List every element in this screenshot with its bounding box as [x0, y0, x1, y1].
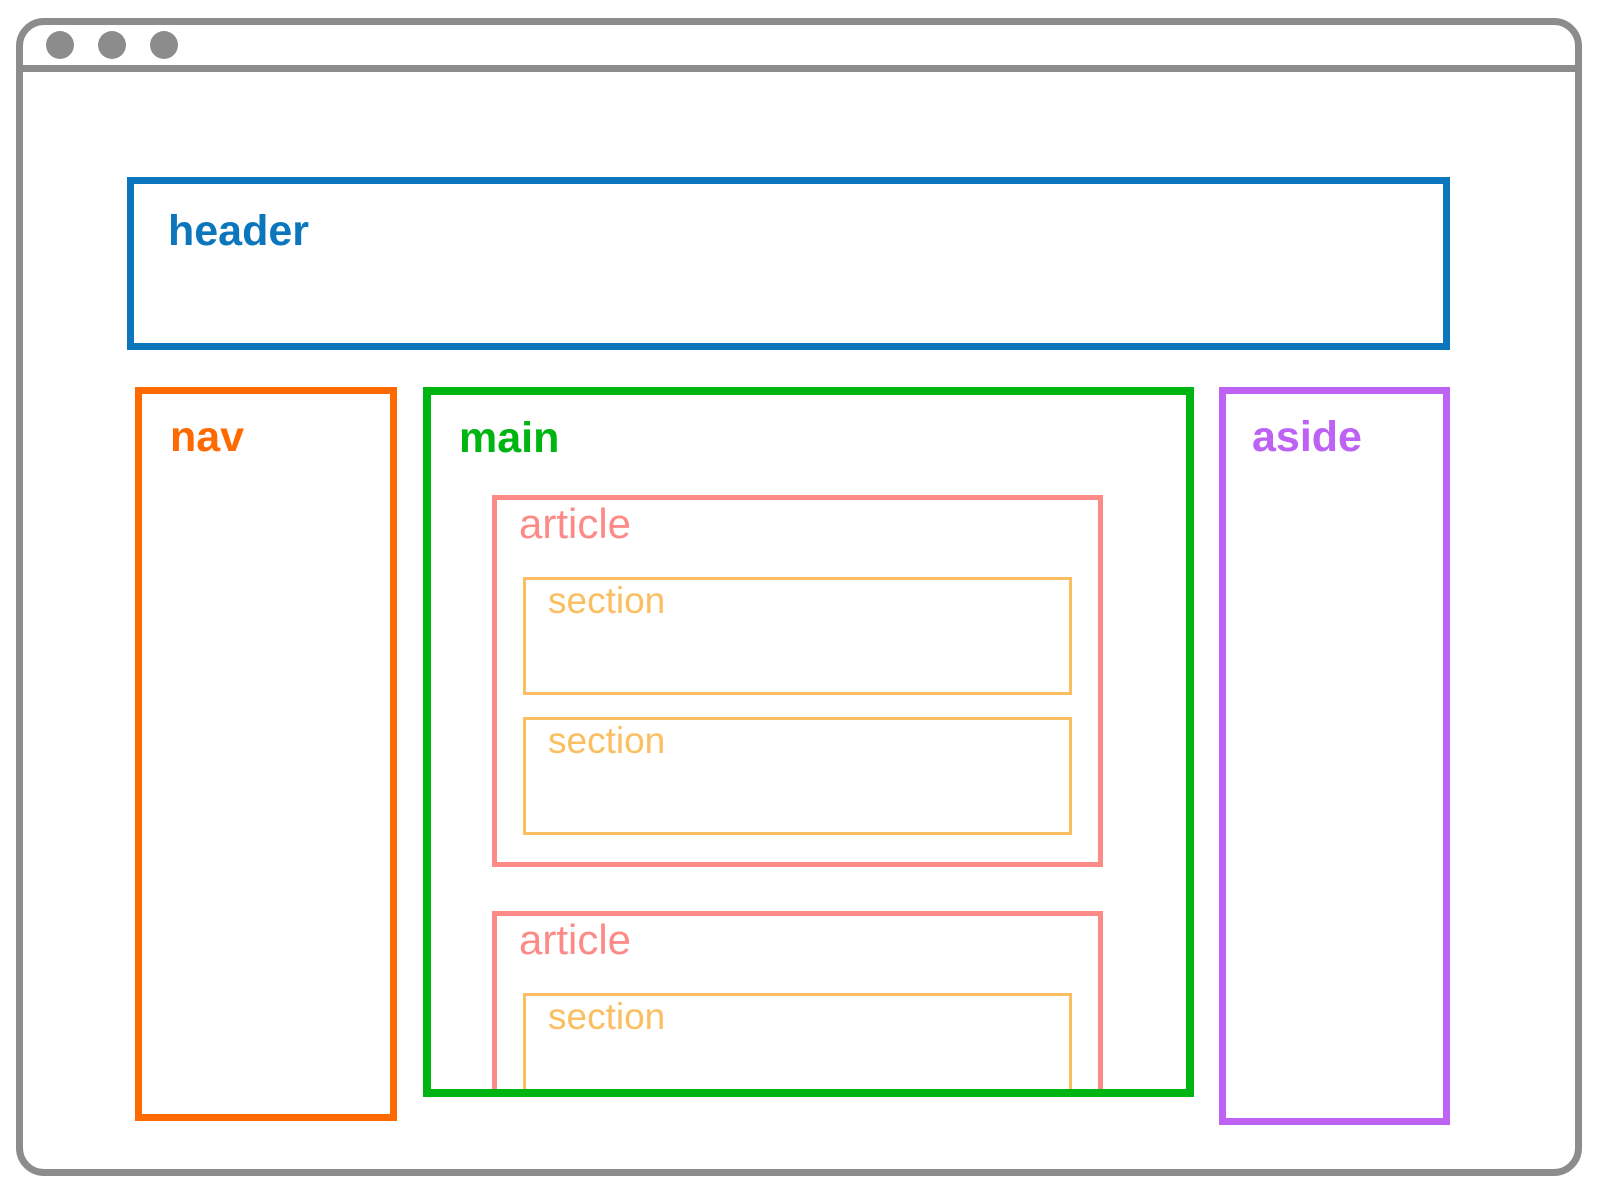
region-section-label: section [548, 720, 666, 761]
region-aside: aside [1219, 387, 1450, 1125]
section-list: section section [523, 577, 1072, 857]
region-main: main article section section article [423, 387, 1194, 1097]
article-list: article section section article [492, 495, 1103, 1089]
region-nav-label: nav [170, 413, 245, 461]
region-main-label: main [459, 414, 560, 462]
browser-window: header nav main article section section [16, 18, 1582, 1176]
window-maximize-dot-icon[interactable] [150, 31, 178, 59]
region-header-label: header [168, 207, 310, 255]
region-section: section [523, 717, 1072, 835]
region-nav: nav [135, 387, 397, 1121]
region-section-label: section [548, 580, 666, 621]
region-article-label: article [519, 916, 632, 963]
region-section: section [523, 993, 1072, 1089]
section-list: section [523, 993, 1072, 1089]
region-section-label: section [548, 996, 666, 1037]
browser-titlebar [23, 25, 1575, 72]
region-article: article section section [492, 495, 1103, 867]
region-section: section [523, 577, 1072, 695]
window-minimize-dot-icon[interactable] [98, 31, 126, 59]
page-viewport: header nav main article section section [23, 79, 1575, 1169]
region-header: header [127, 177, 1450, 350]
region-article: article section [492, 911, 1103, 1089]
region-article-label: article [519, 500, 632, 547]
region-aside-label: aside [1252, 413, 1362, 461]
window-close-dot-icon[interactable] [46, 31, 74, 59]
